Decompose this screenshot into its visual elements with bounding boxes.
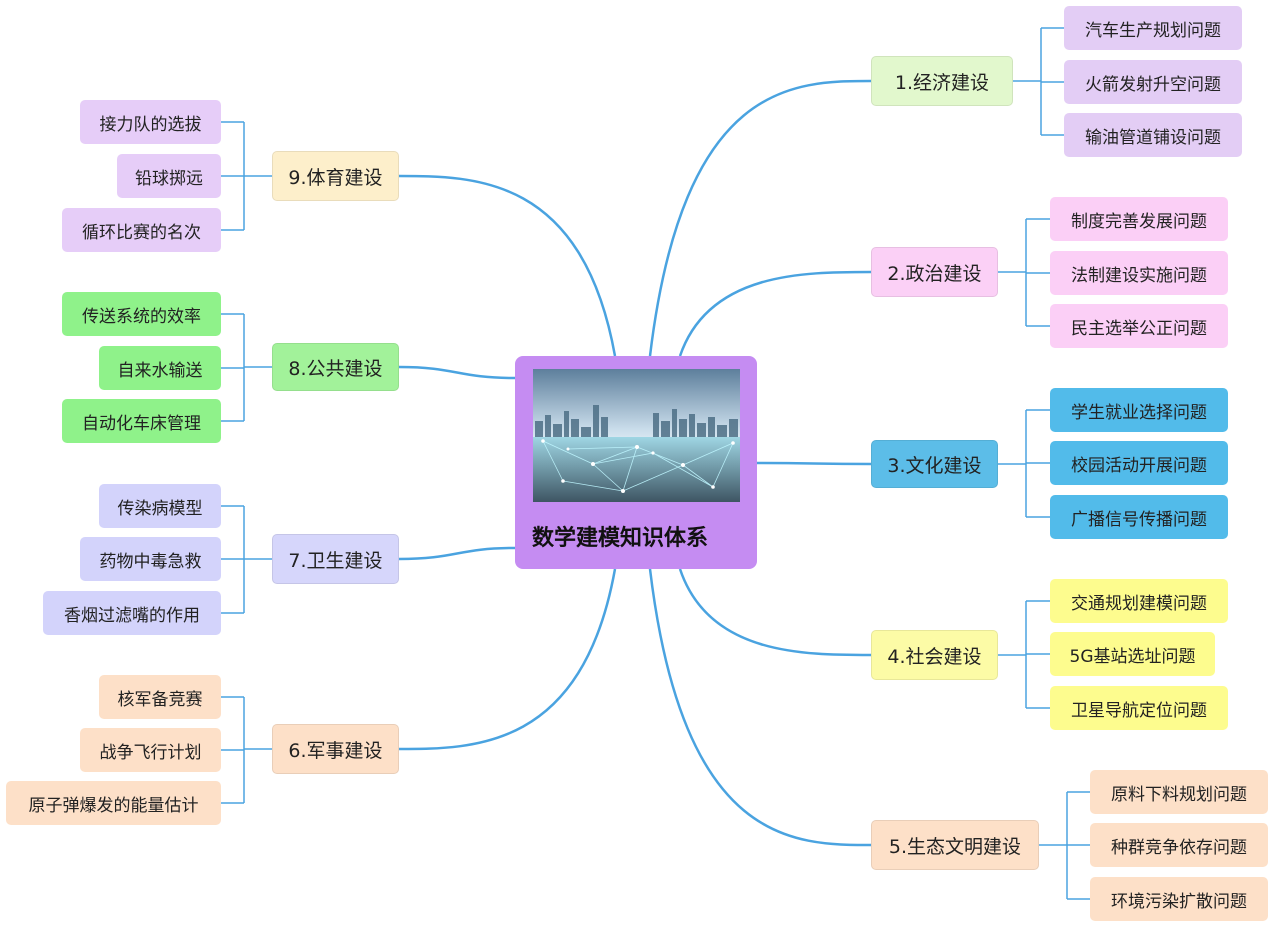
branch-connector-3	[756, 461, 872, 466]
subtopic-7-2[interactable]: 药物中毒急救	[80, 537, 221, 581]
subtopic-5-1[interactable]: 原料下料规划问题	[1090, 770, 1268, 814]
city-network-image	[533, 369, 740, 502]
subtopic-9-3[interactable]: 循环比赛的名次	[62, 208, 221, 252]
branch-connector-7	[398, 546, 516, 561]
central-topic[interactable]: 数学建模知识体系	[515, 356, 757, 569]
branch-topic-1[interactable]: 1.经济建设	[871, 56, 1013, 106]
subtopic-7-1[interactable]: 传染病模型	[99, 484, 221, 528]
branch-topic-6[interactable]: 6.军事建设	[272, 724, 399, 774]
branch-topic-4[interactable]: 4.社会建设	[871, 630, 998, 680]
branch-connector-1	[648, 79, 872, 357]
branch-connector-6	[398, 568, 617, 751]
subtopic-5-3[interactable]: 环境污染扩散问题	[1090, 877, 1268, 921]
subtopic-3-1[interactable]: 学生就业选择问题	[1050, 388, 1228, 432]
branch-topic-9[interactable]: 9.体育建设	[272, 151, 399, 201]
central-topic-title: 数学建模知识体系	[532, 526, 709, 551]
subtopic-6-1[interactable]: 核军备竞赛	[99, 675, 221, 719]
branch-topic-2[interactable]: 2.政治建设	[871, 247, 998, 297]
subtopic-4-1[interactable]: 交通规划建模问题	[1050, 579, 1228, 623]
subtopic-9-1[interactable]: 接力队的选拔	[80, 100, 221, 144]
branch-connector-8	[398, 365, 516, 380]
subtopic-6-2[interactable]: 战争飞行计划	[80, 728, 221, 772]
subtopic-5-2[interactable]: 种群竞争依存问题	[1090, 823, 1268, 867]
branch-connector-4	[678, 568, 872, 657]
subtopic-3-3[interactable]: 广播信号传播问题	[1050, 495, 1228, 539]
subtopic-8-2[interactable]: 自来水输送	[99, 346, 221, 390]
branch-topic-7[interactable]: 7.卫生建设	[272, 534, 399, 584]
subtopic-4-3[interactable]: 卫星导航定位问题	[1050, 686, 1228, 730]
subtopic-1-1[interactable]: 汽车生产规划问题	[1064, 6, 1242, 50]
subtopic-3-2[interactable]: 校园活动开展问题	[1050, 441, 1228, 485]
subtopic-2-1[interactable]: 制度完善发展问题	[1050, 197, 1228, 241]
subtopic-1-3[interactable]: 输油管道铺设问题	[1064, 113, 1242, 157]
branch-topic-5[interactable]: 5.生态文明建设	[871, 820, 1039, 870]
branch-topic-3[interactable]: 3.文化建设	[871, 440, 998, 488]
branch-topic-8[interactable]: 8.公共建设	[272, 343, 399, 391]
subtopic-7-3[interactable]: 香烟过滤嘴的作用	[43, 591, 221, 635]
subtopic-8-1[interactable]: 传送系统的效率	[62, 292, 221, 336]
subtopic-9-2[interactable]: 铅球掷远	[117, 154, 221, 198]
branch-connector-5	[648, 568, 872, 847]
subtopic-4-2[interactable]: 5G基站选址问题	[1050, 632, 1215, 676]
branch-connector-2	[678, 270, 872, 357]
subtopic-1-2[interactable]: 火箭发射升空问题	[1064, 60, 1242, 104]
subtopic-2-3[interactable]: 民主选举公正问题	[1050, 304, 1228, 348]
subtopic-8-3[interactable]: 自动化车床管理	[62, 399, 221, 443]
subtopic-6-3[interactable]: 原子弹爆发的能量估计	[6, 781, 221, 825]
branch-connector-9	[398, 174, 617, 357]
subtopic-2-2[interactable]: 法制建设实施问题	[1050, 251, 1228, 295]
